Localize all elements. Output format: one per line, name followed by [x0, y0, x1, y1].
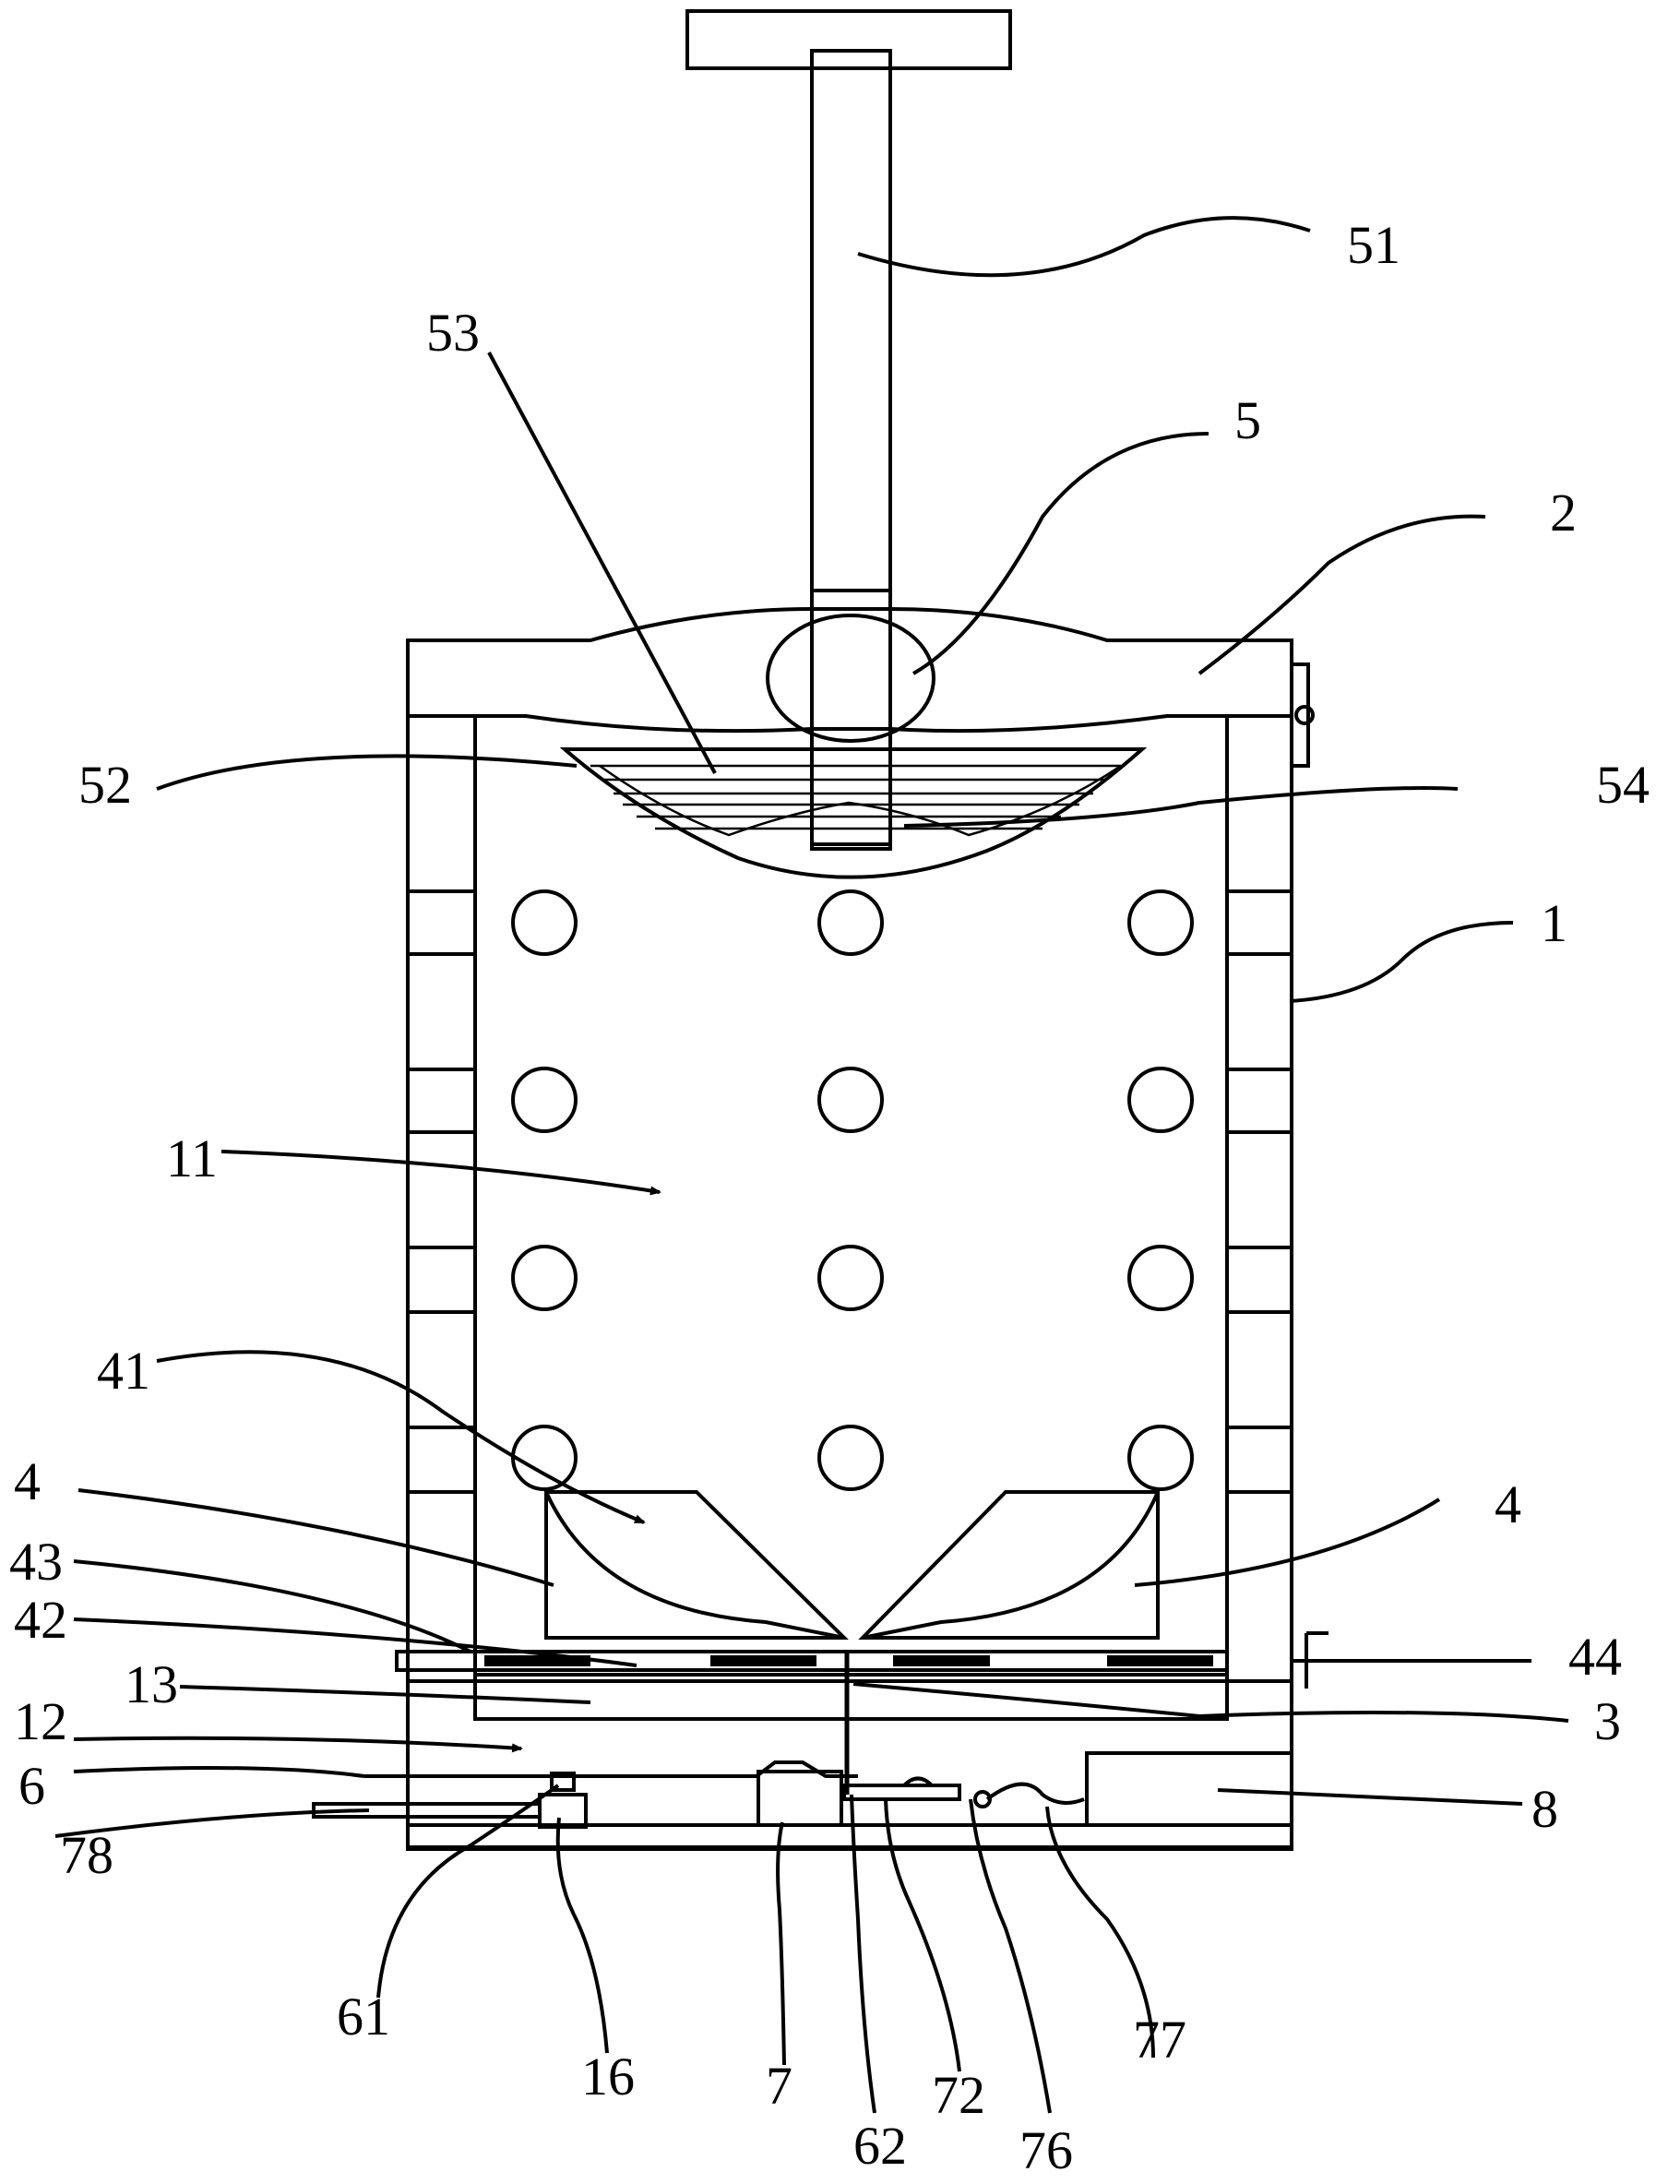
label-41: 41	[97, 1341, 150, 1401]
label-2: 2	[1550, 483, 1577, 543]
label-16: 16	[581, 2047, 635, 2106]
hinge-pin	[1296, 707, 1313, 723]
hinge-bracket	[1292, 664, 1308, 766]
label-8: 8	[1531, 1779, 1558, 1839]
bottom-mechanism	[314, 1753, 1292, 1827]
label-77: 77	[1133, 2010, 1186, 2070]
label-61: 61	[337, 1987, 390, 2047]
label-42: 42	[14, 1590, 67, 1650]
label-4-right: 4	[1495, 1474, 1521, 1534]
funnel-block-right	[863, 1492, 1158, 1638]
label-44: 44	[1568, 1627, 1622, 1687]
label-6: 6	[18, 1756, 45, 1816]
wire-77	[987, 1784, 1084, 1803]
housing	[408, 716, 1292, 1849]
label-51: 51	[1347, 215, 1400, 275]
lid-body	[408, 609, 1292, 731]
handle-crossbar	[687, 11, 1010, 68]
label-54: 54	[1596, 755, 1650, 815]
block-16	[540, 1795, 586, 1827]
lid	[408, 591, 1313, 849]
wedge-7	[758, 1772, 841, 1825]
label-11: 11	[166, 1128, 218, 1188]
label-78: 78	[60, 1825, 113, 1885]
funnel-blocks	[546, 1492, 1158, 1638]
label-5: 5	[1234, 390, 1261, 450]
label-12: 12	[14, 1691, 67, 1751]
handle-assembly	[687, 11, 1010, 844]
label-1: 1	[1541, 893, 1567, 953]
label-62: 62	[853, 2116, 907, 2176]
label-72: 72	[932, 2065, 985, 2125]
box-8	[1087, 1753, 1292, 1825]
bowl-shell	[565, 749, 1142, 877]
lever-6	[364, 1762, 858, 1776]
label-7: 7	[766, 2056, 792, 2116]
rod-through-lid	[812, 591, 890, 849]
funnel-block-left	[546, 1492, 844, 1638]
reference-labels: 51 53 5 2 52 54 1 11 41 4 4 43 42 44 13 …	[9, 215, 1650, 2180]
label-43: 43	[9, 1532, 63, 1592]
handle-rod	[812, 51, 890, 844]
label-76: 76	[1019, 2120, 1073, 2180]
press-bowl	[565, 749, 1142, 877]
label-4-left: 4	[14, 1451, 41, 1511]
label-53: 53	[426, 303, 480, 363]
label-13: 13	[125, 1654, 178, 1714]
label-3: 3	[1594, 1691, 1621, 1751]
label-52: 52	[78, 755, 132, 815]
spring-72	[844, 1779, 959, 1800]
ball-joint	[768, 615, 934, 741]
chamber-holes	[513, 891, 1192, 1489]
